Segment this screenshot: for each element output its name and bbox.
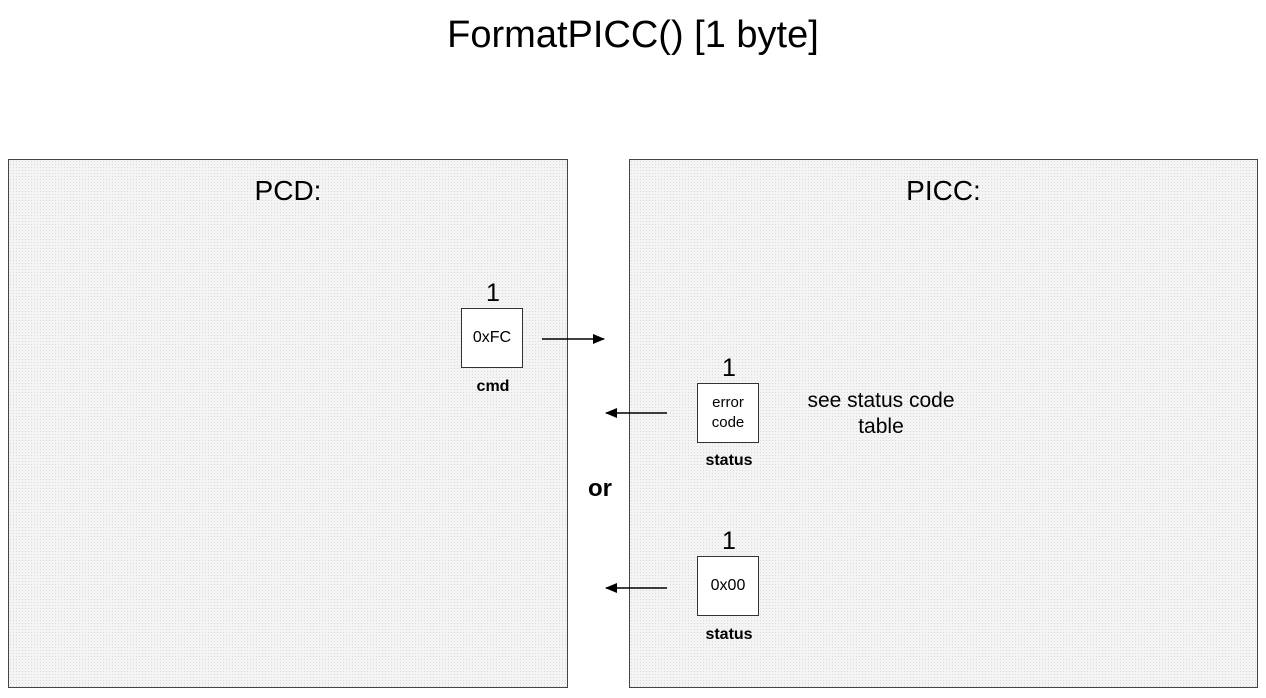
diagram-title: FormatPICC() [1 byte] <box>447 14 819 56</box>
ok-status-byte-box: 0x00 <box>697 556 759 616</box>
ok-status-byte-label: status <box>705 626 753 643</box>
cmd-byte-count: 1 <box>486 279 500 307</box>
error-status-byte-label: status <box>705 452 753 469</box>
pcd-panel-label: PCD: <box>254 175 322 206</box>
cmd-byte-label: cmd <box>476 378 510 395</box>
error-status-byte-count: 1 <box>722 354 736 382</box>
pcd-panel: PCD: <box>8 159 568 688</box>
status-code-note: see status code table <box>807 389 955 438</box>
cmd-byte-box: 0xFC <box>461 308 523 368</box>
or-separator: or <box>588 475 612 502</box>
ok-status-byte-count: 1 <box>722 527 736 555</box>
picc-panel-label: PICC: <box>906 175 981 206</box>
error-status-byte-box: error code <box>697 383 759 443</box>
